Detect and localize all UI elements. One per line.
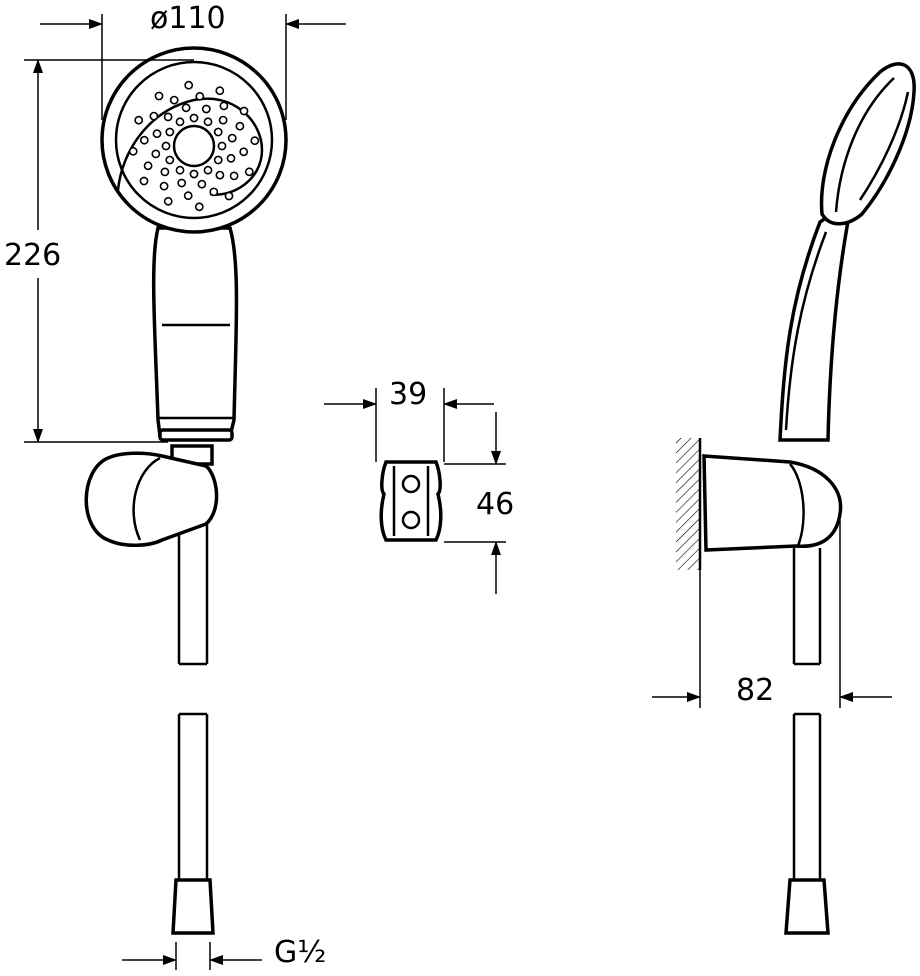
spray-nozzle: [194, 202, 204, 212]
spray-nozzle: [134, 115, 144, 125]
spray-nozzle: [165, 127, 175, 137]
spray-nozzle: [139, 135, 149, 145]
spray-nozzles: [128, 80, 260, 212]
spray-nozzle: [250, 136, 260, 146]
spray-head-outer: [100, 46, 288, 234]
spray-nozzle: [165, 155, 175, 165]
spray-nozzle: [239, 147, 249, 157]
spray-face-swirl: [116, 97, 264, 196]
spray-nozzle: [203, 117, 213, 127]
spray-nozzle: [128, 146, 138, 156]
spray-nozzle: [160, 167, 170, 177]
height-label: 46: [476, 487, 514, 522]
spray-center: [172, 124, 216, 168]
handshower-handle: [151, 226, 239, 438]
spray-nozzle: [215, 86, 225, 96]
side-handle-inner: [784, 231, 828, 431]
screw-hole-bottom: [401, 510, 421, 530]
front-view: [84, 46, 288, 935]
side-holder-body: [702, 454, 843, 552]
spray-nozzle: [181, 103, 191, 113]
spray-nozzle: [224, 191, 234, 201]
spray-nozzle: [175, 165, 185, 175]
wall-hatch: [676, 438, 700, 570]
spray-nozzle: [154, 91, 164, 101]
spray-nozzle: [203, 165, 213, 175]
spray-nozzle: [218, 115, 228, 125]
spray-nozzle: [139, 176, 149, 186]
hose-nut: [171, 878, 215, 935]
spray-nozzle: [201, 104, 211, 114]
spray-head-inner: [114, 60, 274, 220]
spray-nozzle: [229, 171, 239, 181]
spray-nozzle: [219, 101, 229, 111]
spray-nozzle: [213, 127, 223, 137]
side-head-face: [858, 91, 910, 201]
holder-joint-line: [132, 456, 161, 541]
side-hose-nut: [784, 878, 830, 935]
side-spray-head: [819, 62, 916, 226]
side-handle: [778, 196, 855, 442]
spray-nozzle: [195, 91, 205, 101]
thread-label: G½: [274, 935, 326, 970]
spray-nozzle: [161, 141, 171, 151]
spray-nozzle: [149, 111, 159, 121]
wall-holder-front: [84, 451, 219, 547]
length-label: 226: [4, 238, 61, 273]
spray-nozzle: [244, 167, 254, 177]
side-head-rim: [834, 77, 895, 213]
width-label: 39: [389, 377, 427, 412]
screw-hole-top: [401, 474, 421, 494]
holder-detail: 39 46: [324, 377, 514, 594]
side-view: 82: [652, 62, 916, 935]
spray-nozzle: [163, 196, 173, 206]
spray-nozzle: [163, 112, 173, 122]
diameter-label: ø110: [150, 1, 226, 36]
spray-nozzle: [209, 187, 219, 197]
spray-nozzle: [227, 133, 237, 143]
spray-nozzle: [159, 181, 169, 191]
spray-nozzle: [189, 169, 199, 179]
spray-nozzle: [197, 179, 207, 189]
side-holder-seam: [789, 463, 805, 547]
spray-nozzle: [235, 121, 245, 131]
projection-label: 82: [736, 673, 774, 708]
spray-nozzle: [152, 129, 162, 139]
spray-nozzle: [189, 113, 199, 123]
spray-nozzle: [169, 95, 179, 105]
spray-nozzle: [151, 149, 161, 159]
holder-bracket: [379, 460, 443, 542]
spray-nozzle: [217, 141, 227, 151]
spray-nozzle: [213, 155, 223, 165]
front-dimensions: ø110 226 G½: [4, 1, 346, 970]
spray-nozzle: [175, 117, 185, 127]
spray-nozzle: [184, 80, 194, 90]
spray-nozzle: [183, 191, 193, 201]
spray-nozzle: [239, 106, 249, 116]
spray-nozzle: [226, 153, 236, 163]
spray-nozzle: [143, 161, 153, 171]
handle-cap: [158, 428, 234, 442]
spray-nozzle: [177, 178, 187, 188]
spray-nozzle: [215, 170, 225, 180]
